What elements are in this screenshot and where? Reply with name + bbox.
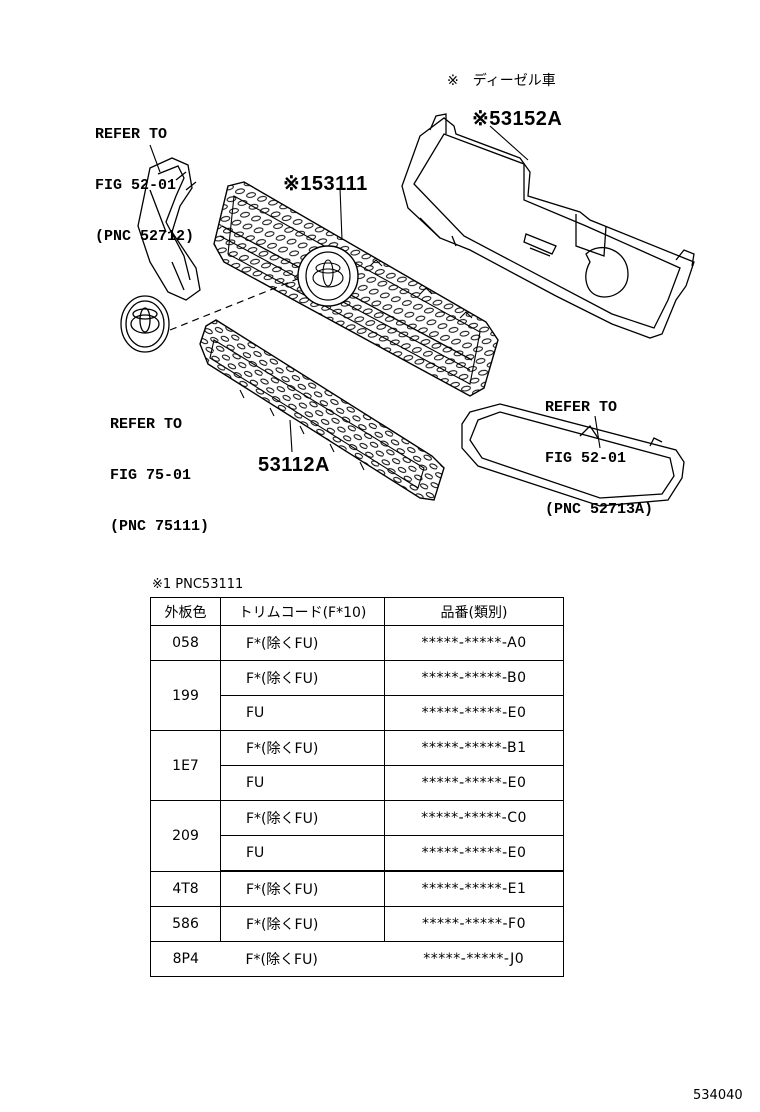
part-upper-grille: ※153111 (283, 173, 368, 195)
ref-left-fender-line1: REFER TO (95, 126, 168, 143)
ref-emblem: REFER TO FIG 75-01 (PNC 75111) (110, 382, 209, 552)
trim-code-cell: FU (220, 835, 385, 872)
color-code-cell: 4T8 (150, 870, 221, 907)
leader-lines (149, 125, 601, 453)
part-number-cell: *****-*****-A0 (384, 625, 564, 661)
color-code-cell: 586 (150, 906, 221, 942)
parts-diagram (120, 113, 695, 507)
right-fender-bracket (461, 403, 685, 507)
ref-right-fender-line1: REFER TO (545, 399, 618, 416)
part-number-cell: *****-*****-B0 (384, 660, 564, 696)
color-code-cell: 1E7 (150, 730, 221, 801)
left-fender-bracket (137, 157, 201, 301)
part-number-cell: *****-*****-E1 (384, 870, 564, 907)
ref-right-fender-line3: (PNC 52713A) (545, 501, 654, 518)
lower-grille-part (199, 319, 445, 501)
header-trim-code: トリムコード(F*10) (220, 597, 385, 626)
color-code-cell: 8P4 (150, 941, 221, 977)
trim-code-cell: F*(除くFU) (220, 660, 385, 696)
color-code-cell: 199 (150, 660, 221, 731)
header-part-number: 品番(類別) (384, 597, 564, 626)
trim-code-cell: F*(除くFU) (220, 730, 385, 766)
upper-grille-part (213, 181, 499, 397)
header-exterior-color: 外板色 (150, 597, 221, 626)
trim-code-cell: FU (220, 695, 385, 731)
color-code-cell: 058 (150, 625, 221, 661)
part-number-cell: *****-*****-F0 (384, 906, 564, 942)
ref-right-fender-line2: FIG 52-01 (545, 450, 627, 467)
trim-code-cell: FU (220, 765, 385, 801)
table-header-row: 外板色 トリムコード(F*10) 品番(類別) (150, 597, 564, 626)
part-number-cell: *****-*****-E0 (384, 695, 564, 731)
part-lower-grille: 53112A (258, 454, 330, 476)
trim-code-cell: F*(除くFU) (220, 800, 385, 836)
color-code-cell: 209 (150, 800, 221, 872)
ref-left-fender-line3: (PNC 52712) (95, 228, 195, 245)
part-grille-backing: ※53152A (472, 108, 563, 130)
table-row: FU*****-*****-E0 (151, 695, 564, 731)
emblem-part (120, 295, 170, 353)
diesel-note: ※ ディーゼル車 (447, 73, 556, 89)
ref-right-fender: REFER TO FIG 52-01 (PNC 52713A) (545, 365, 653, 535)
trim-code-cell: F*(除くFU) (220, 906, 385, 942)
part-number-cell: *****-*****-B1 (384, 730, 564, 766)
ref-left-fender: REFER TO FIG 52-01 (PNC 52712) (95, 92, 194, 262)
part-number-cell: *****-*****-E0 (384, 835, 564, 872)
figure-id: 534040 (693, 1088, 743, 1103)
trim-code-cell: F*(除くFU) (220, 870, 385, 907)
ref-emblem-line2: FIG 75-01 (110, 467, 192, 484)
ref-emblem-line1: REFER TO (110, 416, 183, 433)
ref-left-fender-line2: FIG 52-01 (95, 177, 177, 194)
trim-code-cell: F*(除くFU) (220, 941, 385, 977)
part-number-cell: *****-*****-E0 (384, 765, 564, 801)
ref-emblem-line3: (PNC 75111) (110, 518, 210, 535)
table-footnote: ※1 PNC53111 (152, 577, 244, 592)
table-row: FU*****-*****-E0 (151, 835, 564, 872)
part-number-cell: *****-*****-J0 (384, 941, 564, 977)
trim-code-cell: F*(除くFU) (220, 625, 385, 661)
part-number-cell: *****-*****-C0 (384, 800, 564, 836)
grille-backing-part (401, 113, 695, 339)
